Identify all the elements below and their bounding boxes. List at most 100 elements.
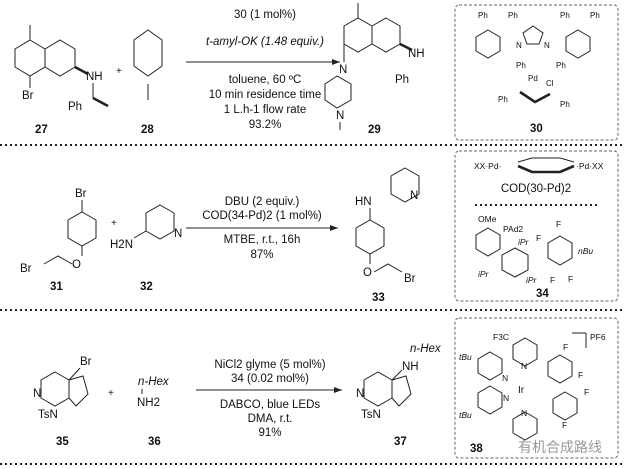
atom-ph: Ph xyxy=(68,101,82,113)
atom-tsn: TsN xyxy=(38,409,58,421)
catalyst-label-38: 38 xyxy=(470,443,483,455)
atom-label: Ph xyxy=(590,11,600,20)
catalyst-34-structure: OMe PAd2 iPr iPr iPr F F F F nBu xyxy=(475,214,593,285)
compound-37: NH n-Hex N TsN xyxy=(356,343,442,421)
compound-33: N HN O Br xyxy=(355,167,420,285)
catalyst-38-box xyxy=(454,317,619,459)
atom-label: F xyxy=(556,219,561,229)
atom-label: Ph xyxy=(560,100,570,109)
atom-label: nBu xyxy=(578,246,593,256)
atom-label: Ph xyxy=(478,11,488,20)
atom-label: tBu xyxy=(459,352,472,362)
compound-label-33: 33 xyxy=(372,292,385,304)
atom-label: Ir xyxy=(518,385,525,396)
condition-catalyst: COD(34-Pd)2 (1 mol%) xyxy=(202,210,322,222)
atom-label: iPr xyxy=(478,269,490,279)
compound-label-29: 29 xyxy=(368,124,381,136)
atom-br: Br xyxy=(404,273,416,285)
compound-label-35: 35 xyxy=(56,436,69,448)
catalyst-label-30: 30 xyxy=(530,123,543,135)
atom-label: XX·Pd· xyxy=(474,161,501,171)
condition-catalyst: NiCl2 glyme (5 mol%) xyxy=(214,359,325,371)
compound-31: Br O Br xyxy=(20,188,97,275)
catalyst-label-34: 34 xyxy=(536,288,549,300)
reaction-3: Br N TsN 35 + n-Hex NH2 36 NiCl2 glyme (… xyxy=(33,343,442,448)
reaction-2: Br O Br 31 + N H2N 32 DBU (2 equiv.) COD… xyxy=(20,167,420,304)
atom-label: PF6 xyxy=(590,332,606,342)
atom-nhex: n-Hex xyxy=(410,343,442,355)
compound-29: NH Ph N N xyxy=(324,3,425,130)
atom-label: F xyxy=(550,275,555,285)
condition-catalyst: 30 (1 mol%) xyxy=(234,9,296,21)
atom-label: F3C xyxy=(493,332,509,342)
atom-label: ·Pd·XX xyxy=(576,161,604,171)
atom-n: N xyxy=(410,190,418,202)
atom-label: iPr xyxy=(518,237,530,247)
atom-br: Br xyxy=(22,90,34,102)
catalyst-30-structure: Ph Ph Ph Ph N N Ph Pd Ph Cl Ph Ph xyxy=(475,11,600,109)
catalyst-30-box xyxy=(454,4,619,141)
atom-label: F xyxy=(568,274,573,284)
condition-solvent: DMA, r.t. xyxy=(248,413,293,425)
plus-sign: + xyxy=(111,218,117,229)
condition-solvent: MTBE, r.t., 16h xyxy=(224,234,301,246)
catalyst-34-box xyxy=(454,150,619,302)
atom-hn: HN xyxy=(355,196,372,208)
atom-label: Ph xyxy=(560,11,570,20)
atom-o: O xyxy=(72,259,81,271)
cod-caption: COD(30-Pd)2 xyxy=(501,183,571,195)
atom-label: N xyxy=(521,361,527,371)
condition-yield: 91% xyxy=(258,427,281,439)
atom-label: F xyxy=(578,370,583,380)
condition-ligand: 34 (0.02 mol%) xyxy=(231,373,309,385)
atom-n: N xyxy=(336,110,344,122)
compound-label-32: 32 xyxy=(140,281,153,293)
atom-label: F xyxy=(584,387,589,397)
compound-36: n-Hex NH2 xyxy=(137,376,170,409)
compound-28 xyxy=(133,29,163,100)
atom-label: Ph xyxy=(516,61,526,70)
compound-label-27: 27 xyxy=(35,124,48,136)
plus-sign: + xyxy=(108,388,114,399)
condition-yield: 87% xyxy=(250,249,273,261)
atom-label: Ph xyxy=(498,95,508,104)
atom-label: Ph xyxy=(508,11,518,20)
condition-base: DBU (2 equiv.) xyxy=(225,196,300,208)
condition-solvent: toluene, 60 ºC xyxy=(229,74,302,86)
atom-br: Br xyxy=(75,188,87,200)
atom-n: N xyxy=(174,228,182,240)
atom-label: tBu xyxy=(459,410,472,420)
atom-h2n: H2N xyxy=(110,239,133,251)
atom-label: PAd2 xyxy=(503,224,523,234)
atom-label: F xyxy=(563,342,568,352)
compound-label-36: 36 xyxy=(148,436,161,448)
atom-nh: NH xyxy=(86,71,103,83)
compound-label-37: 37 xyxy=(394,436,407,448)
atom-label: iPr xyxy=(526,275,538,285)
atom-nhex: n-Hex xyxy=(138,376,170,388)
watermark: 有机合成路线 xyxy=(518,439,602,455)
condition-time: 10 min residence time xyxy=(209,89,322,101)
plus-sign: + xyxy=(116,66,122,77)
atom-label: N xyxy=(502,373,508,383)
atom-nh: NH xyxy=(402,361,419,373)
atom-tsn: TsN xyxy=(361,409,381,421)
atom-label: N xyxy=(521,408,527,418)
atom-label: Ph xyxy=(556,61,566,70)
atom-label: OMe xyxy=(478,214,497,224)
atom-n: N xyxy=(356,388,364,400)
cod-pd-structure: XX·Pd· ·Pd·XX xyxy=(474,157,604,174)
compound-32: N H2N xyxy=(110,204,182,251)
compound-27: Br NH Ph xyxy=(14,25,109,113)
condition-yield: 93.2% xyxy=(249,119,282,131)
catalyst-38-structure: F3C PF6 tBu tBu N N N N Ir F F F F xyxy=(459,332,606,441)
compound-label-28: 28 xyxy=(141,124,154,136)
atom-label: N xyxy=(544,41,550,50)
condition-base: t-amyl-OK (1.48 equiv.) xyxy=(206,36,324,48)
compound-label-31: 31 xyxy=(50,281,63,293)
reaction-1: Br NH Ph 27 + 28 30 (1 mol%) t-amyl-OK (… xyxy=(14,3,425,136)
atom-n: N xyxy=(339,64,347,76)
condition-flow: 1 L.h-1 flow rate xyxy=(224,104,306,116)
atom-nh2: NH2 xyxy=(137,397,160,409)
atom-label: F xyxy=(536,233,541,243)
